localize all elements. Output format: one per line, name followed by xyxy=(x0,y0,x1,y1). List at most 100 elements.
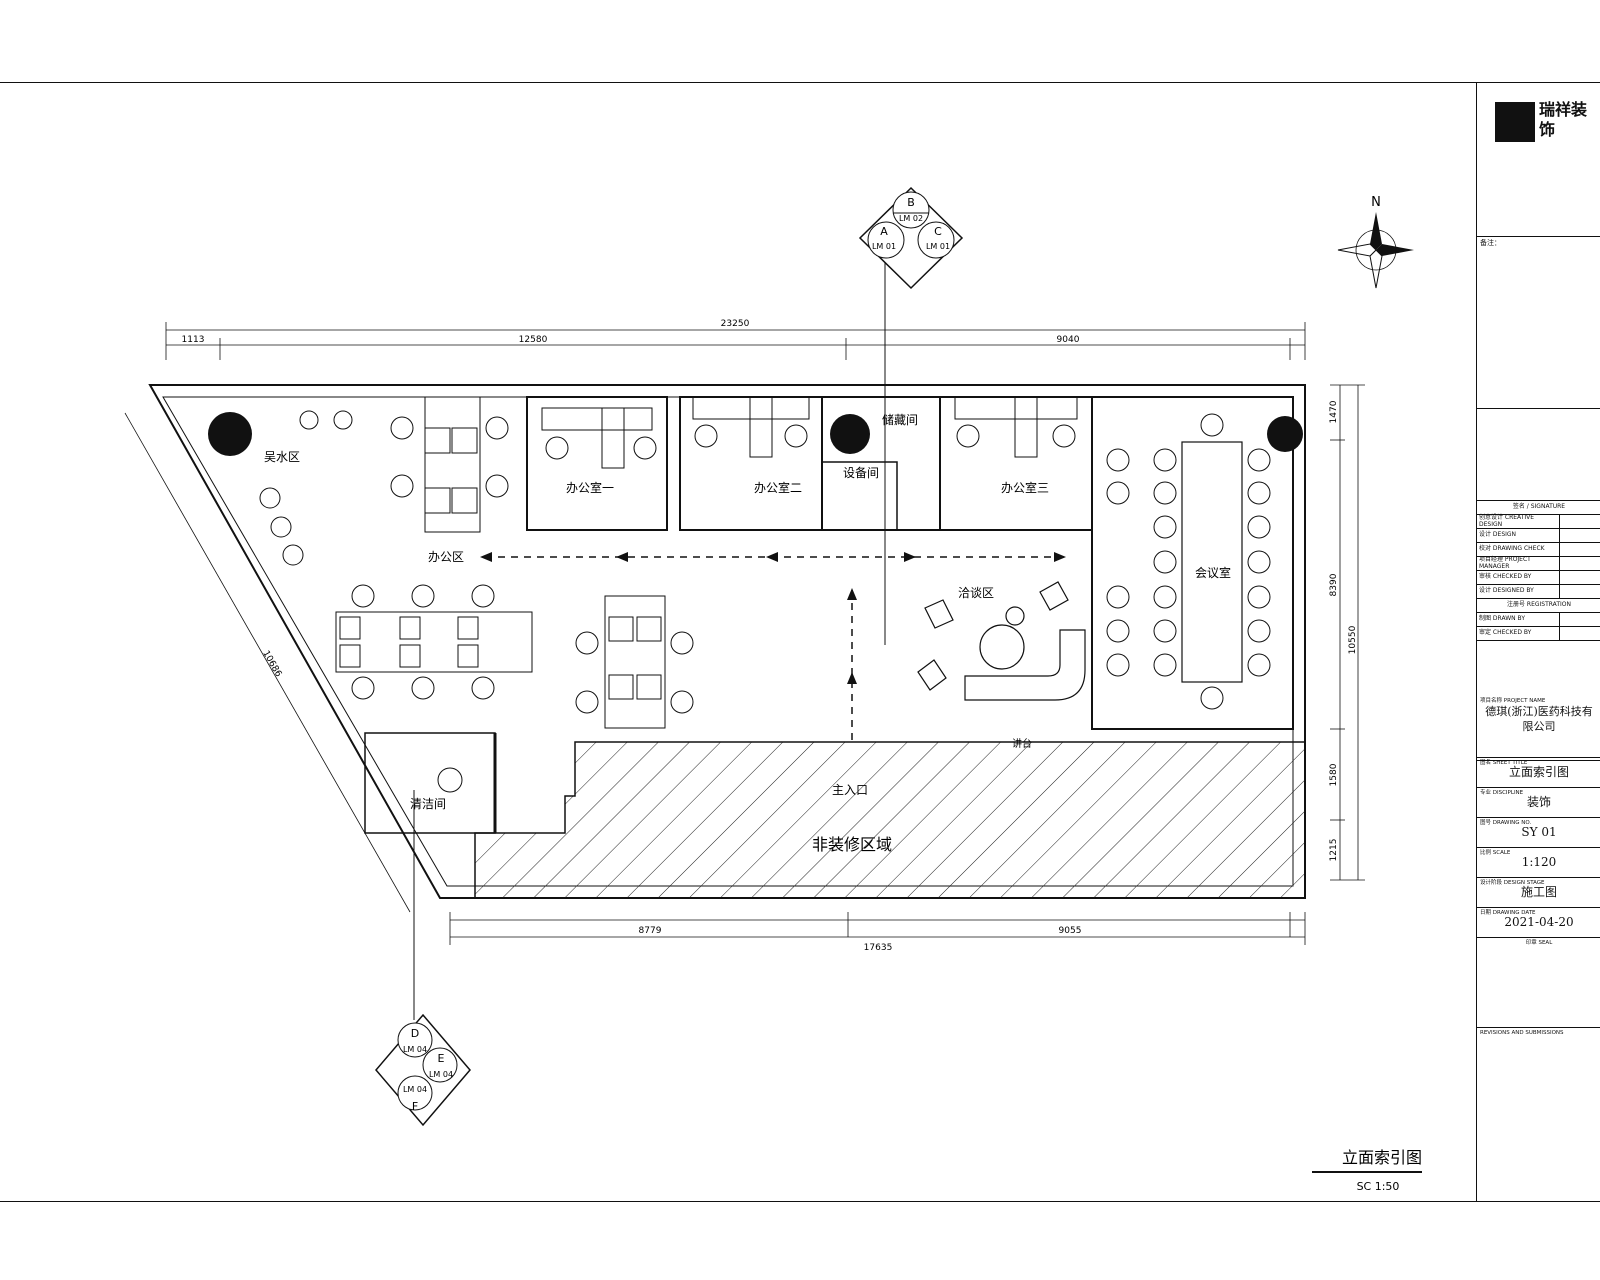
equipment-room xyxy=(821,461,898,531)
label-service: 清洁间 xyxy=(410,797,446,811)
label-non-renovation: 非装修区域 xyxy=(812,835,892,854)
elevation-callout-top xyxy=(858,186,964,290)
design-label: 设计 DESIGN xyxy=(1479,531,1517,539)
project-name: 德琪(浙江)医药科技有限公司 xyxy=(1485,705,1593,734)
date-block: 日期 DRAWING DATE 2021-04-20 xyxy=(1477,908,1600,938)
dim-top-right: 9040 xyxy=(1057,335,1080,345)
drawing-no-label: 图号 DRAWING NO. xyxy=(1480,820,1532,826)
project-name-block: 项目名称 PROJECT NAME 德琪(浙江)医药科技有限公司 xyxy=(1477,696,1600,758)
label-meeting: 会议室 xyxy=(1195,565,1231,580)
north-label: N xyxy=(1371,195,1381,210)
meeting-table xyxy=(1181,441,1243,683)
creative-label: 创意设计 CREATIVE DESIGN xyxy=(1479,513,1535,528)
sheet-title-label: 图名 SHEET TITLE xyxy=(1480,760,1528,766)
label-office-area: 办公区 xyxy=(428,549,464,564)
label-water-area: 吴水区 xyxy=(264,450,300,464)
dim-right-3: 1580 xyxy=(1329,763,1339,786)
floor-plan: B LM 02 A LM 01 C LM 01 D LM 04 E LM 04 … xyxy=(124,186,1422,1193)
scale-label: 比例 SCALE xyxy=(1480,850,1511,856)
callout-b-ref: LM 02 xyxy=(899,214,923,223)
scale: 1:120 xyxy=(1521,855,1557,870)
callout-f: F xyxy=(412,1100,418,1113)
label-equipment: 设备间 xyxy=(843,466,879,480)
drawing-no: SY 01 xyxy=(1521,825,1557,840)
label-negotiation: 洽谈区 xyxy=(958,586,994,600)
seal-block xyxy=(1477,409,1600,501)
north-arrow-icon xyxy=(1337,212,1414,289)
office-3-room xyxy=(939,396,1093,531)
seal-area: 印章 SEAL xyxy=(1477,938,1600,1028)
revisions-label: REVISIONS AND SUBMISSIONS xyxy=(1480,1030,1564,1036)
sheet-title: 立面索引图 xyxy=(1508,765,1569,780)
plant-marker-meeting xyxy=(1267,416,1303,452)
non-renovation-area xyxy=(474,741,1306,899)
callout-d-ref: LM 04 xyxy=(403,1045,427,1054)
stage: 施工图 xyxy=(1520,885,1557,900)
company-block: 瑞祥装饰 xyxy=(1477,82,1600,237)
checked-label: 审核 CHECKED BY xyxy=(1479,573,1532,581)
office-desk-block-2 xyxy=(335,611,533,673)
drawing-check-label: 校对 DRAWING CHECK xyxy=(1479,545,1545,553)
elevation-callout-bottom xyxy=(375,1013,471,1127)
callout-e: E xyxy=(438,1052,445,1065)
label-main-entrance: 主入口 xyxy=(832,783,868,797)
callout-a: A xyxy=(880,225,888,238)
dim-top-total: 23250 xyxy=(721,319,750,329)
dim-bottom-total: 17635 xyxy=(864,943,893,953)
label-storage: 储藏间 xyxy=(882,412,918,427)
dim-top-mid: 12580 xyxy=(519,335,548,345)
label-office-3: 办公室三 xyxy=(1001,480,1049,495)
notes-block: 备注： xyxy=(1477,237,1600,409)
signature-block: 签名 / SIGNATURE 创意设计 CREATIVE DESIGN 设计 D… xyxy=(1477,501,1600,761)
revisions-block: REVISIONS AND SUBMISSIONS xyxy=(1477,1028,1600,1202)
callout-d: D xyxy=(411,1027,419,1040)
circulation-arrows xyxy=(485,556,1065,742)
label-office-1: 办公室一 xyxy=(566,480,614,495)
company-name: 瑞祥装饰 xyxy=(1539,100,1588,139)
office-desk-block-3 xyxy=(604,595,666,729)
office-desk-block-1 xyxy=(424,396,481,533)
scale-block: 比例 SCALE 1:120 xyxy=(1477,848,1600,878)
designed-label: 设计 DESIGNED BY xyxy=(1479,587,1534,595)
meeting-chairs xyxy=(1106,413,1271,710)
chairs xyxy=(259,410,1076,793)
approved-label: 审定 CHECKED BY xyxy=(1479,629,1532,637)
discipline: 装饰 xyxy=(1526,795,1551,810)
callout-c: C xyxy=(934,225,942,238)
label-lectern: 讲台 xyxy=(1012,737,1032,750)
dim-bottom-right: 9055 xyxy=(1059,926,1082,936)
dim-top-left: 1113 xyxy=(182,335,205,345)
seal-label: 印章 SEAL xyxy=(1525,940,1553,946)
drawing-title: 立面索引图 xyxy=(1342,1148,1422,1167)
callout-a-ref: LM 01 xyxy=(872,242,896,251)
dim-right-total: 10550 xyxy=(1348,625,1358,654)
discipline-block: 专业 DISCIPLINE 装饰 xyxy=(1477,788,1600,818)
notes-header: 备注： xyxy=(1480,239,1501,247)
creative-sign xyxy=(1559,515,1600,528)
meeting-room xyxy=(1091,396,1294,730)
stage-block: 设计阶段 DESIGN STAGE 施工图 xyxy=(1477,878,1600,908)
date-label: 日期 DRAWING DATE xyxy=(1480,910,1536,916)
sheet-title-block: 图名 SHEET TITLE 立面索引图 xyxy=(1477,758,1600,788)
service-room xyxy=(364,732,496,834)
dim-right-2: 8390 xyxy=(1329,573,1339,596)
drawing-sheet xyxy=(0,82,1600,1202)
plant-marker-left xyxy=(208,412,252,456)
office-room-desks xyxy=(541,396,1078,469)
callout-b: B xyxy=(907,196,915,209)
callout-c-ref: LM 01 xyxy=(926,242,950,251)
project-name-label: 项目名称 PROJECT NAME xyxy=(1480,698,1546,704)
plant-marker-storage xyxy=(830,414,870,454)
dim-bottom-left: 8779 xyxy=(639,926,662,936)
negotiation-furniture xyxy=(917,581,1086,701)
dim-right-1: 1470 xyxy=(1329,400,1339,423)
drawing-no-block: 图号 DRAWING NO. SY 01 xyxy=(1477,818,1600,848)
project-manager-label: 项目经理 PROJECT MANAGER xyxy=(1479,555,1531,570)
discipline-label: 专业 DISCIPLINE xyxy=(1480,790,1524,796)
dimension-lines xyxy=(124,322,1365,945)
callout-f-ref: LM 04 xyxy=(403,1085,427,1094)
callout-e-ref: LM 04 xyxy=(429,1070,453,1079)
company-logo-icon xyxy=(1495,102,1535,142)
drawn-label: 制图 DRAWN BY xyxy=(1479,615,1526,623)
stage-label: 设计阶段 DESIGN STAGE xyxy=(1480,880,1545,886)
